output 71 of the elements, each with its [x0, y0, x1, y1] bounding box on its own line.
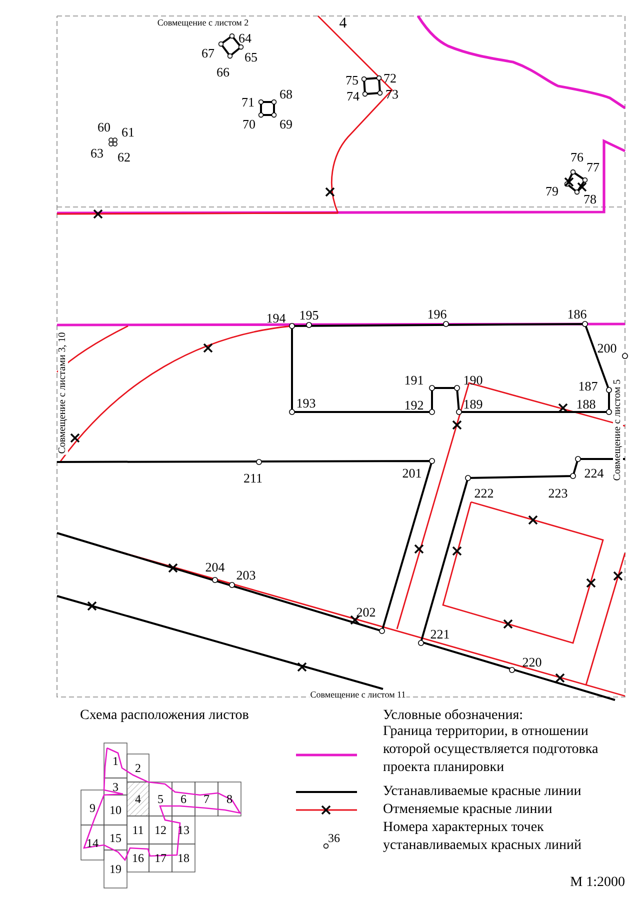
point-number: 75: [346, 74, 358, 86]
point-number: 78: [584, 192, 596, 206]
point-number: 60: [98, 120, 110, 134]
zone-number: 4: [339, 16, 347, 32]
point-number: 223: [548, 486, 568, 500]
sheet-number: 10: [110, 804, 122, 816]
sheet-number: 3: [112, 780, 118, 792]
point-number: 188: [576, 398, 596, 410]
sheet-number: 1: [112, 754, 118, 766]
sheet-match-note: Совмещение с листом 11: [309, 690, 407, 700]
point-number: 194: [266, 312, 286, 324]
point-number: 221: [430, 628, 450, 640]
sheet-match-note: Совмещение с листом 2: [156, 18, 250, 28]
point-number: 64: [238, 32, 252, 44]
point-number: 69: [280, 118, 292, 130]
point-number: 62: [118, 150, 130, 164]
point-number: 224: [584, 466, 604, 480]
point-number: 66: [216, 66, 230, 78]
point-number: 76: [570, 150, 584, 164]
sheet-number: 4: [135, 793, 141, 805]
sheet-number: 18: [178, 852, 190, 864]
sheet-number: 6: [180, 793, 186, 805]
point-number: 202: [356, 606, 376, 618]
point-number: 195: [299, 308, 319, 322]
point-number: 203: [236, 568, 256, 582]
legend-text: Номера характерных точек устанавливаемых красных линий: [383, 819, 583, 855]
point-number: 204: [205, 560, 225, 574]
point-number: 187: [578, 380, 598, 392]
point-number: 65: [244, 50, 258, 64]
sheet-number: 15: [110, 832, 122, 844]
point-number: 220: [522, 656, 542, 668]
point-number: 74: [346, 90, 360, 102]
point-number: 73: [386, 88, 398, 100]
section-heading: Схема расположения листов: [80, 709, 249, 723]
legend-heading: Условные обозначения:: [383, 709, 524, 723]
point-number: 211: [243, 472, 263, 484]
point-number: 191: [404, 374, 424, 386]
sheet-number: 16: [132, 852, 144, 864]
sheet-number: 14: [86, 836, 98, 848]
point-number: 61: [122, 126, 134, 138]
point-number: 71: [242, 96, 254, 108]
sheet-number: 12: [154, 824, 166, 836]
point-number: 201: [402, 466, 422, 480]
point-number: 196: [427, 308, 447, 320]
point-number: 192: [404, 398, 424, 412]
point-number: 200: [597, 342, 617, 354]
sheet-number: 7: [204, 793, 210, 805]
point-number: 68: [280, 88, 292, 100]
point-number: 189: [463, 398, 483, 410]
sheet-number: 19: [110, 863, 122, 875]
legend-point-number: 36: [328, 832, 340, 844]
point-number: 222: [474, 486, 494, 500]
point-number: 79: [546, 184, 558, 198]
legend-text: Отменяемые красные линии: [383, 801, 554, 819]
legend-text: Устанавливаемые красные линии: [383, 783, 582, 801]
legend-text: Граница территории, в отношении которой осуществляется подготовка проекта планировки: [383, 723, 600, 777]
point-number: 67: [202, 46, 214, 60]
sheet-match-note: Совмещение с листами 3, 10: [58, 331, 68, 455]
point-number: 193: [296, 396, 316, 410]
point-number: 186: [567, 308, 587, 320]
sheet-number: 9: [90, 802, 96, 814]
point-number: 190: [463, 374, 483, 386]
sheet-number: 2: [135, 762, 141, 774]
scale-label: М 1:2000: [570, 876, 625, 890]
point-number: 63: [90, 146, 104, 160]
sheet-match-note: Совмещение с листом 5: [613, 378, 623, 482]
point-number: 72: [384, 72, 396, 84]
sheet-number: 11: [132, 824, 144, 836]
point-number: 77: [586, 160, 600, 174]
sheet-number: 5: [158, 793, 164, 805]
point-number: 70: [242, 118, 256, 130]
